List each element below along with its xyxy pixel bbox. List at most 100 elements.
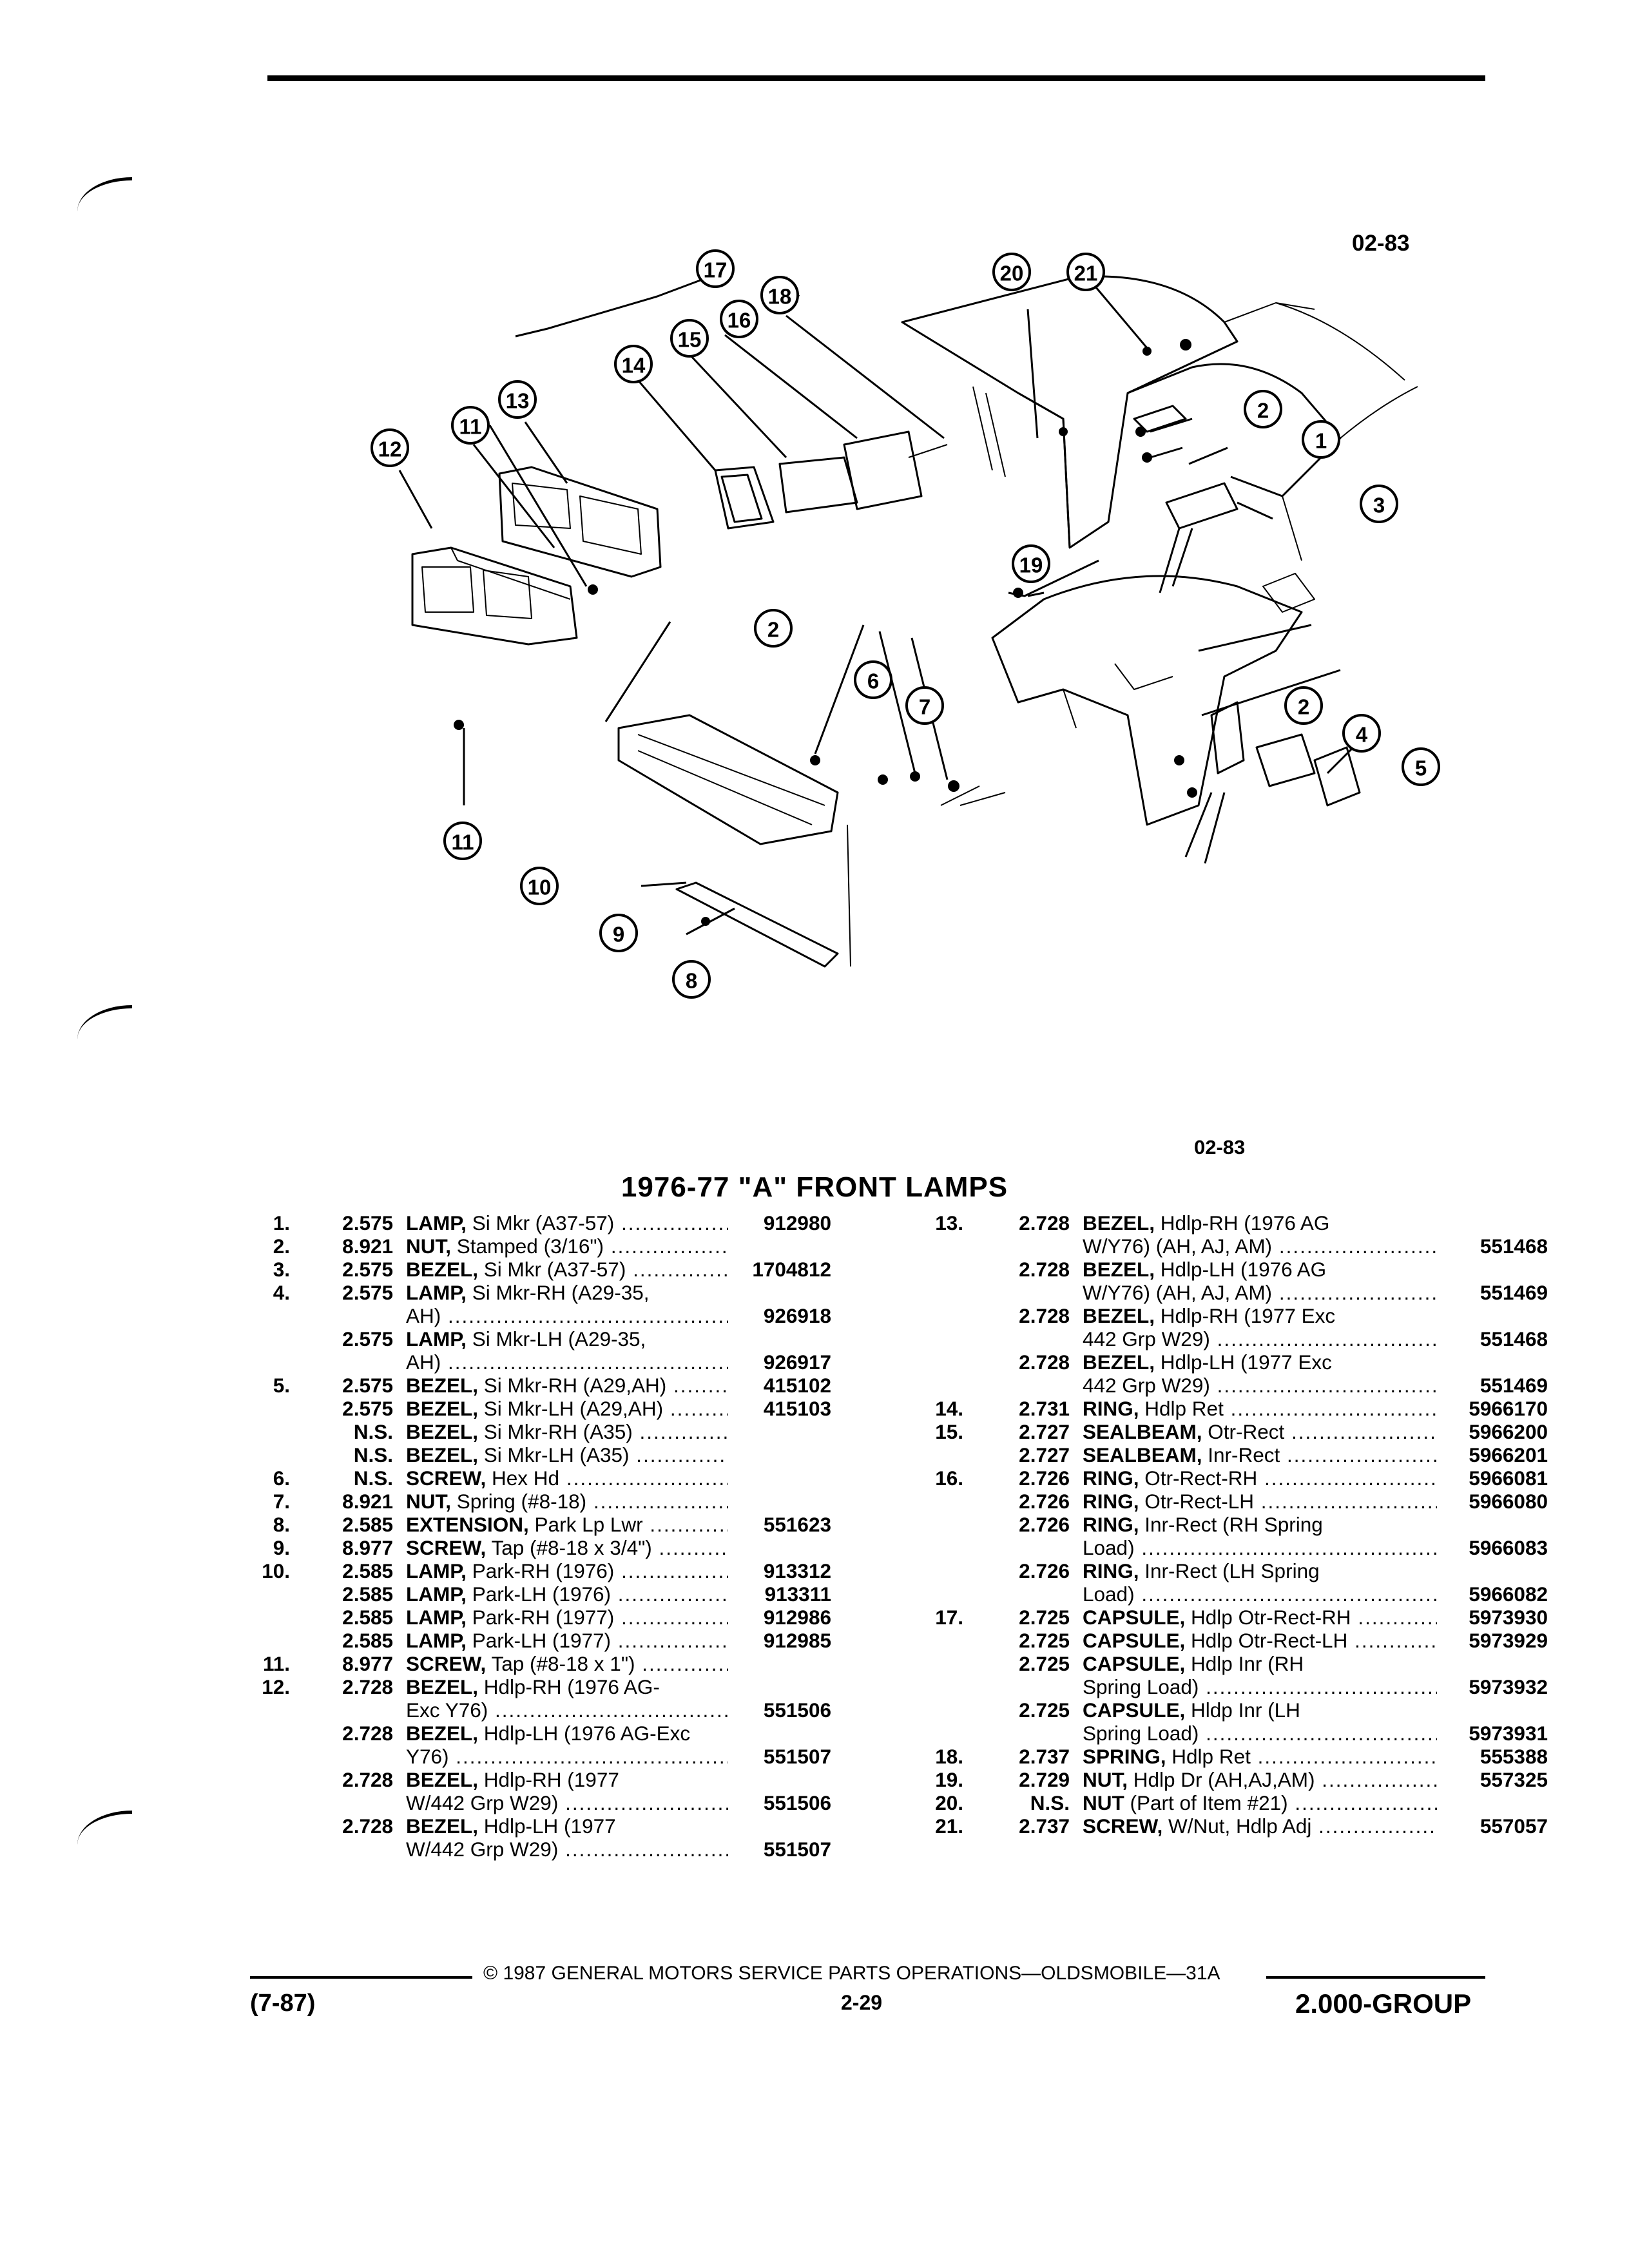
part-detail: Spring (#8-18) <box>451 1490 587 1513</box>
leader-dots: ........................................… <box>1217 1327 1437 1350</box>
svg-text:10: 10 <box>528 876 552 899</box>
group-number: N.S. <box>353 1466 393 1490</box>
part-description: SPRING, Hdlp Ret .......................… <box>1083 1745 1437 1768</box>
svg-text:7: 7 <box>919 695 930 719</box>
part-number: 5966082 <box>1469 1582 1548 1606</box>
part-number: 551507 <box>763 1745 831 1768</box>
svg-text:11: 11 <box>452 831 474 854</box>
figure-code-top: 02-83 <box>1352 231 1410 256</box>
callout-3: 3 <box>1360 485 1398 523</box>
leader-dots: ........................................… <box>1264 1466 1437 1490</box>
item-number: 1. <box>273 1211 290 1235</box>
callout-17: 17 <box>696 249 735 288</box>
svg-text:20: 20 <box>1000 262 1024 285</box>
group-number: 2.575 <box>342 1397 393 1420</box>
item-number: 4. <box>273 1281 290 1304</box>
part-description: BEZEL, Hdlp-RH (1977 <box>406 1768 728 1791</box>
part-detail: Hdlp Otr-Rect-LH <box>1185 1629 1348 1652</box>
part-name: RING, <box>1083 1559 1139 1582</box>
leader-dots: ........................................… <box>617 1629 728 1652</box>
part-description: RING, Otr-Rect-LH ......................… <box>1083 1490 1437 1513</box>
group-number: 2.725 <box>1019 1652 1070 1675</box>
item-number: 11. <box>262 1652 290 1675</box>
part-name: RING, <box>1083 1397 1139 1420</box>
part-number: 913312 <box>763 1559 831 1582</box>
part-number: 557057 <box>1480 1814 1548 1838</box>
item-number: 18. <box>935 1745 963 1768</box>
part-number: 913311 <box>764 1582 831 1606</box>
group-number: 8.921 <box>342 1490 393 1513</box>
group-number: 2.725 <box>1019 1606 1070 1629</box>
leader-dots: ........................................… <box>621 1211 728 1235</box>
part-detail: W/Y76) (AH, AJ, AM) <box>1083 1281 1273 1304</box>
part-description: LAMP, Park-LH (1976) ...................… <box>406 1582 728 1606</box>
part-number: 555388 <box>1480 1745 1548 1768</box>
callout-12: 12 <box>371 428 409 467</box>
callout-9: 9 <box>599 914 638 952</box>
group-number: 2.728 <box>342 1722 393 1745</box>
leader-dots: ........................................… <box>1278 1235 1437 1258</box>
part-detail: Si Mkr-LH (A29,AH) <box>478 1397 664 1420</box>
part-description: RING, Otr-Rect-RH ......................… <box>1083 1466 1437 1490</box>
part-name: BEZEL, <box>406 1722 479 1745</box>
part-name: LAMP, <box>406 1629 467 1652</box>
part-number: 551469 <box>1480 1374 1548 1397</box>
part-detail: Load) <box>1083 1536 1135 1559</box>
part-name: CAPSULE, <box>1083 1629 1186 1652</box>
group-number: N.S. <box>353 1443 393 1466</box>
leader-dots: ........................................… <box>1206 1722 1437 1745</box>
item-number: 2. <box>273 1235 290 1258</box>
leader-dots: ........................................… <box>639 1420 728 1443</box>
leader-dots: ........................................… <box>621 1559 728 1582</box>
leader-dots: ........................................… <box>1217 1374 1437 1397</box>
part-name: BEZEL, <box>1083 1258 1155 1281</box>
part-name: RING, <box>1083 1490 1139 1513</box>
leader-dots: ........................................… <box>456 1745 728 1768</box>
part-description: SCREW, Tap (#8-18 x 1") ................… <box>406 1652 728 1675</box>
part-number: 5966201 <box>1469 1443 1548 1466</box>
part-name: LAMP, <box>406 1582 467 1606</box>
group-number: 2.726 <box>1019 1466 1070 1490</box>
callout-2: 2 <box>1244 390 1282 428</box>
group-number: 2.725 <box>1019 1629 1070 1652</box>
part-number: 551506 <box>763 1791 831 1814</box>
part-name: LAMP, <box>406 1559 467 1582</box>
part-detail: Hex Hd <box>486 1466 560 1490</box>
item-number: 15. <box>935 1420 963 1443</box>
part-description: SCREW, W/Nut, Hdlp Adj .................… <box>1083 1814 1437 1838</box>
part-detail: Hdlp Inr (RH <box>1185 1652 1304 1675</box>
part-detail: Otr-Rect-RH <box>1139 1466 1258 1490</box>
svg-text:2: 2 <box>1257 399 1269 423</box>
leader-dots: ........................................… <box>565 1838 728 1861</box>
part-detail: Load) <box>1083 1582 1135 1606</box>
diagram-line-art <box>411 275 1418 968</box>
part-description: BEZEL, Hdlp-LH (1976 AG <box>1083 1258 1437 1281</box>
svg-text:17: 17 <box>704 258 728 282</box>
group-number: 2.728 <box>1019 1304 1070 1327</box>
group-number: 2.575 <box>342 1374 393 1397</box>
leader-dots: ........................................… <box>621 1606 728 1629</box>
part-name: BEZEL, <box>406 1258 479 1281</box>
item-number: 17. <box>935 1606 963 1629</box>
item-number: 8. <box>273 1513 290 1536</box>
leader-dots: ........................................… <box>659 1536 728 1559</box>
callout-19: 19 <box>1012 544 1050 583</box>
part-name: SCREW, <box>406 1652 487 1675</box>
part-description: 442 Grp W29) ...........................… <box>1083 1374 1437 1397</box>
part-description: Spring Load) ...........................… <box>1083 1675 1437 1698</box>
footer-date-code: (7-87) <box>250 1990 316 2017</box>
part-number: 415102 <box>763 1374 831 1397</box>
part-detail: Tap (#8-18 x 1") <box>486 1652 635 1675</box>
part-detail: W/442 Grp W29) <box>406 1791 559 1814</box>
part-description: SEALBEAM, Inr-Rect .....................… <box>1083 1443 1437 1466</box>
group-number: 2.728 <box>1019 1258 1070 1281</box>
leader-dots: ........................................… <box>1141 1582 1437 1606</box>
part-description: BEZEL, Si Mkr-LH (A29,AH) ..............… <box>406 1397 728 1420</box>
part-description: BEZEL, Hdlp-RH (1976 AG <box>1083 1211 1437 1235</box>
part-description: W/Y76) (AH, AJ, AM) ....................… <box>1083 1281 1437 1304</box>
leader-dots: ........................................… <box>593 1490 728 1513</box>
item-number: 12. <box>262 1675 290 1698</box>
part-detail: Hldp Inr (LH <box>1185 1698 1300 1722</box>
leader-dots: ........................................… <box>650 1513 728 1536</box>
group-number: 2.728 <box>342 1675 393 1698</box>
